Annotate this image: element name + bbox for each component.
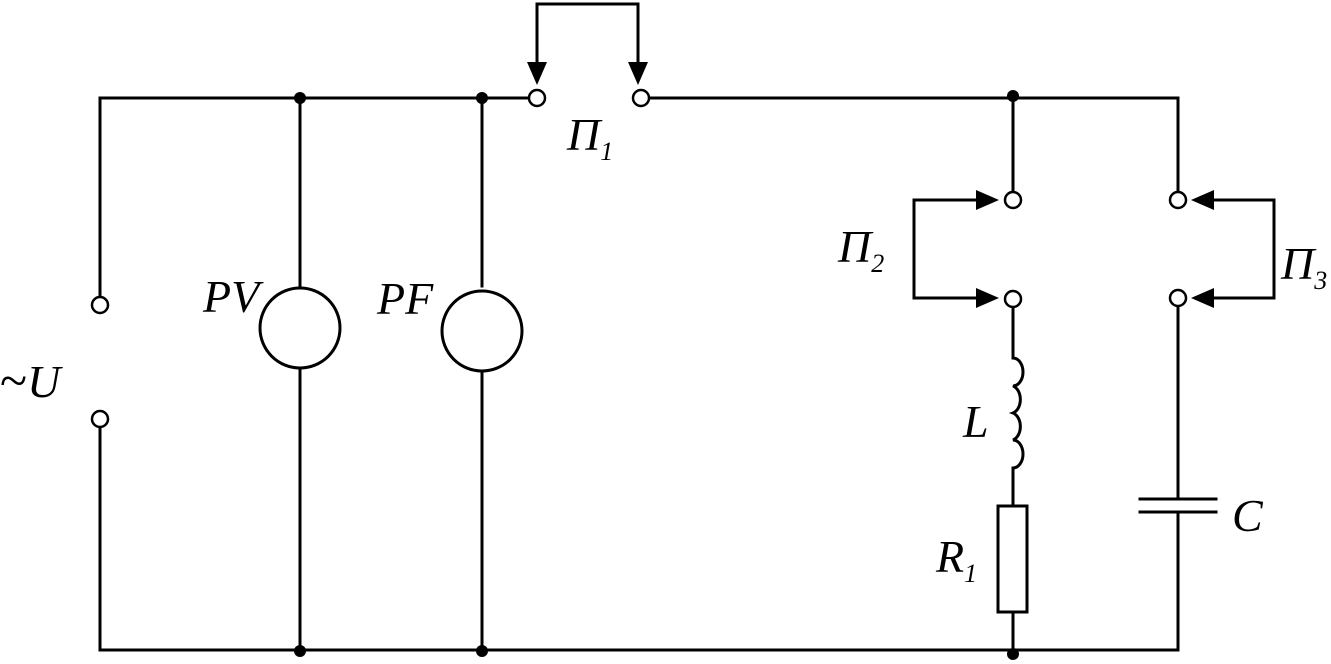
arrow-right-icon [976, 288, 999, 308]
frequency-meter-pf [440, 289, 524, 373]
source-terminal-bottom [90, 409, 110, 429]
p2-terminal-top [1003, 190, 1023, 210]
wires [98, 96, 1180, 652]
p3-label: П3 [1280, 238, 1327, 295]
resistor-label: R1 [935, 531, 977, 588]
wire-top-left [98, 96, 531, 300]
junction-dots [294, 90, 1019, 660]
wire-top-right [647, 96, 1180, 194]
p1-terminal-left [527, 88, 547, 108]
resistor-r1-symbol [996, 504, 1029, 614]
capacitor-label: C [1232, 490, 1264, 541]
switch-p3-jumper [1191, 190, 1276, 308]
source-label: ~U [0, 352, 63, 408]
capacitor-c-symbol [1138, 497, 1218, 514]
inductor-label: L [962, 396, 989, 447]
inductor-l-symbol [1008, 356, 1025, 470]
voltmeter-pv [258, 286, 342, 370]
p3-terminal-top [1168, 190, 1188, 210]
switch-p2-jumper [912, 190, 999, 308]
arrow-down-icon [628, 62, 648, 85]
terminals [90, 88, 1188, 429]
pv-label: PV [202, 271, 264, 322]
p3-terminal-bottom [1168, 288, 1188, 308]
p2-terminal-bottom [1003, 289, 1023, 309]
arrow-left-icon [1191, 190, 1214, 210]
wire-bottom [98, 304, 1180, 652]
switch-p1-jumper [527, 2, 648, 85]
p1-label: П1 [566, 109, 613, 166]
p2-label: П2 [837, 221, 884, 278]
p1-terminal-right [631, 88, 651, 108]
pf-label: PF [376, 273, 434, 324]
arrow-left-icon [1191, 288, 1214, 308]
arrow-down-icon [527, 62, 547, 85]
arrow-right-icon [976, 190, 999, 210]
source-terminal-top [90, 295, 110, 315]
